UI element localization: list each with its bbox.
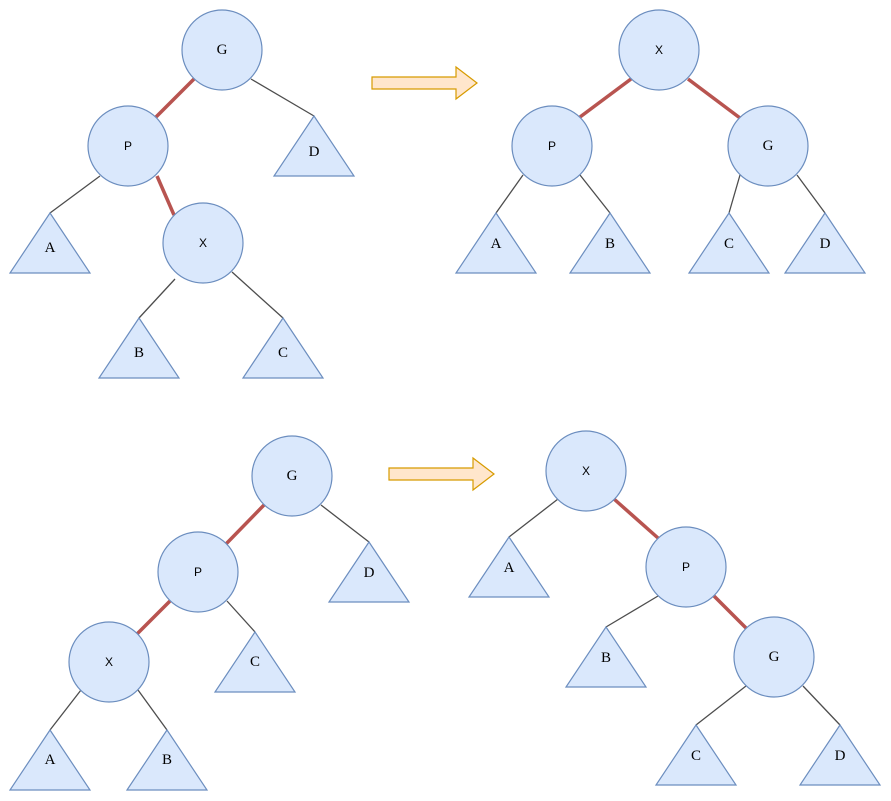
node-g-label: G bbox=[217, 42, 228, 58]
diagram-1-before: G P X D A B C bbox=[8, 9, 356, 379]
edge-x-a bbox=[508, 498, 559, 538]
node-p: P bbox=[87, 105, 169, 187]
subtree-b: B bbox=[125, 728, 209, 791]
node-p: P bbox=[157, 531, 239, 613]
subtree-d-label: D bbox=[364, 565, 375, 581]
subtree-d-label: D bbox=[820, 236, 831, 252]
edge-p-b bbox=[579, 174, 611, 214]
subtree-d: D bbox=[783, 211, 867, 274]
subtree-b-label: B bbox=[162, 752, 172, 768]
subtree-c-label: C bbox=[250, 654, 260, 670]
transform-arrow-1 bbox=[371, 65, 478, 101]
edge-g-d bbox=[796, 174, 826, 214]
edge-g-d bbox=[250, 78, 315, 117]
node-g: G bbox=[733, 616, 815, 698]
node-x: X bbox=[545, 430, 627, 512]
subtree-a-label: A bbox=[491, 236, 502, 252]
node-p: P bbox=[645, 526, 727, 608]
transform-arrow-2 bbox=[388, 456, 495, 492]
subtree-d-label: D bbox=[835, 748, 846, 764]
subtree-c-label: C bbox=[724, 236, 734, 252]
edge-g-c bbox=[695, 685, 747, 726]
edge-p-b bbox=[605, 595, 659, 628]
subtree-b-label: B bbox=[605, 236, 615, 252]
subtree-a-label: A bbox=[45, 240, 56, 256]
edge-p-x bbox=[155, 175, 176, 216]
edge-x-p bbox=[578, 77, 633, 119]
node-p-label: P bbox=[124, 139, 132, 153]
node-x: X bbox=[68, 621, 150, 703]
subtree-a-label: A bbox=[45, 752, 56, 768]
subtree-a: A bbox=[8, 728, 92, 791]
subtree-a: A bbox=[467, 535, 551, 598]
subtree-c-label: C bbox=[278, 345, 288, 361]
node-g: G bbox=[251, 435, 333, 517]
edge-g-c bbox=[728, 174, 741, 214]
subtree-b: B bbox=[97, 316, 181, 379]
subtree-d: D bbox=[327, 540, 411, 603]
subtree-d: D bbox=[798, 723, 882, 786]
node-g: G bbox=[181, 9, 263, 91]
subtree-c: C bbox=[241, 316, 325, 379]
node-x-label: X bbox=[199, 236, 207, 250]
edge-x-p bbox=[612, 497, 660, 540]
edge-p-c bbox=[226, 600, 256, 633]
node-p-label: P bbox=[682, 560, 690, 574]
node-x-label: X bbox=[655, 43, 663, 57]
node-g-label: G bbox=[769, 649, 780, 665]
subtree-a: A bbox=[454, 211, 538, 274]
node-x: X bbox=[162, 202, 244, 284]
subtree-c: C bbox=[213, 630, 297, 693]
subtree-c-label: C bbox=[691, 748, 701, 764]
subtree-c: C bbox=[654, 723, 738, 786]
node-g-label: G bbox=[763, 138, 774, 154]
subtree-a-label: A bbox=[504, 560, 515, 576]
subtree-b: B bbox=[564, 625, 648, 688]
edge-x-b bbox=[138, 278, 176, 319]
subtree-a: A bbox=[8, 211, 92, 274]
edge-x-c bbox=[231, 271, 284, 319]
node-x: X bbox=[618, 9, 700, 91]
node-x-label: X bbox=[105, 655, 113, 669]
node-g: G bbox=[727, 105, 809, 187]
node-p-label: P bbox=[548, 139, 556, 153]
edge-p-a bbox=[495, 174, 524, 214]
node-g-label: G bbox=[287, 468, 298, 484]
subtree-b-label: B bbox=[601, 650, 611, 666]
diagram-2-before: G P X D C A B bbox=[8, 435, 411, 791]
edge-x-b bbox=[137, 689, 168, 731]
subtree-d-label: D bbox=[309, 144, 320, 160]
subtree-b-label: B bbox=[134, 345, 144, 361]
edge-x-a bbox=[49, 689, 82, 731]
edge-x-g bbox=[686, 77, 742, 120]
edge-g-p bbox=[154, 77, 196, 119]
node-x-label: X bbox=[582, 464, 590, 478]
diagram-2-after: X P G A B C D bbox=[467, 430, 882, 786]
subtree-c: C bbox=[687, 211, 771, 274]
edge-g-p bbox=[224, 503, 266, 546]
subtree-b: B bbox=[568, 211, 652, 274]
edge-p-a bbox=[49, 175, 101, 214]
node-p: P bbox=[511, 105, 593, 187]
diagram-1-after: X P G A B C D bbox=[454, 9, 867, 274]
edge-g-d bbox=[802, 685, 841, 726]
edge-g-d bbox=[320, 504, 370, 543]
node-p-label: P bbox=[194, 565, 202, 579]
edge-p-g bbox=[712, 594, 748, 630]
subtree-d: D bbox=[272, 114, 356, 177]
edge-p-x bbox=[135, 599, 172, 636]
